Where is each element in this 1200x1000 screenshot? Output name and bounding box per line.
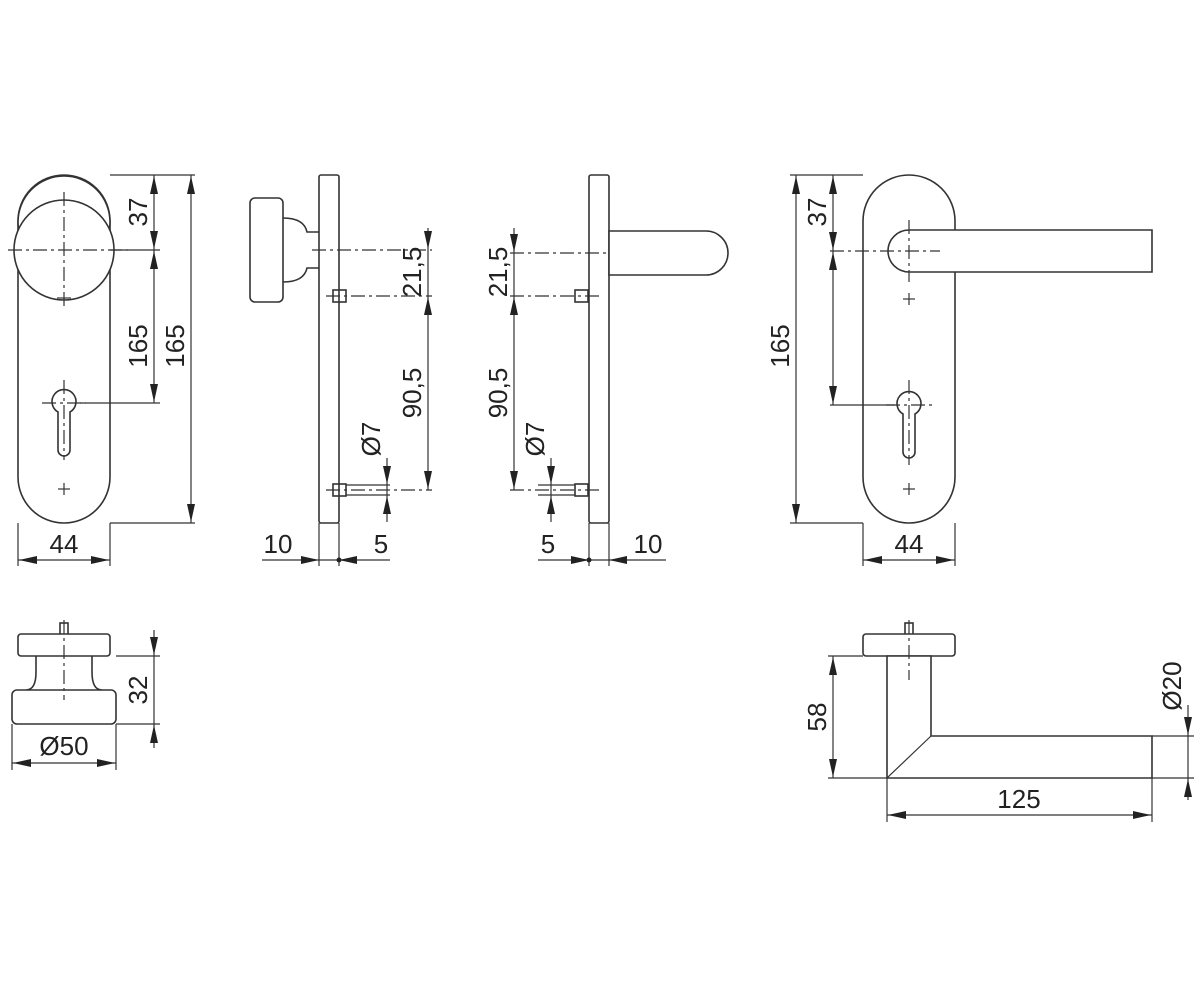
dim-top-37: 37 (123, 198, 153, 227)
dim-hole-diameter-7: Ø7 (520, 422, 550, 457)
fixing-screw-mark (58, 483, 70, 495)
dim-spacing-165: 165 (123, 324, 153, 367)
dim-lower-90-5: 90,5 (397, 368, 427, 419)
fixing-screw-mark (903, 293, 915, 305)
dim-length-125: 125 (997, 784, 1040, 814)
dim-lower-90-5: 90,5 (483, 368, 513, 419)
lever-handle-top (886, 655, 1153, 779)
dim-diameter-50: Ø50 (39, 731, 88, 761)
dim-pin-5: 5 (374, 529, 388, 559)
dim-upper-21-5: 21,5 (397, 247, 427, 298)
dim-top-37: 37 (802, 198, 832, 227)
backplate-outline (862, 174, 956, 524)
fixing-screw-mark (903, 483, 915, 495)
lever-plate-front-view: 44 37 165 (765, 174, 1153, 566)
dim-pin-5: 5 (541, 529, 555, 559)
lever-profile (608, 230, 729, 276)
dim-height-58: 58 (802, 703, 832, 732)
lever-handle (887, 229, 1153, 273)
plate-profile (318, 174, 340, 524)
dim-total-165: 165 (765, 324, 795, 367)
dim-hole-diameter-7: Ø7 (356, 422, 386, 457)
dim-plate-10: 10 (634, 529, 663, 559)
backplate-outline (17, 174, 111, 524)
cylinder-keyhole (886, 380, 932, 465)
lever-plate-side-view: 5 10 21,5 90,5 Ø7 (483, 174, 729, 566)
plate-profile (588, 174, 610, 524)
lever-top-view: 58 125 Ø20 (802, 620, 1194, 822)
dim-total-165: 165 (160, 324, 190, 367)
cylinder-keyhole (42, 380, 86, 460)
dim-width-44: 44 (895, 529, 924, 559)
dim-width-44: 44 (50, 529, 79, 559)
knob-plate-front-view: 44 37 165 165 (8, 174, 195, 566)
dim-upper-21-5: 21,5 (483, 247, 513, 298)
knob-profile (249, 197, 284, 303)
dim-plate-10: 10 (264, 529, 293, 559)
knob-top-view: 32 Ø50 (11, 620, 160, 770)
dim-height-32: 32 (123, 676, 153, 705)
knob-plate-side-view: 10 5 21,5 90,5 Ø7 (249, 174, 432, 566)
dim-diameter-20: Ø20 (1157, 661, 1187, 710)
